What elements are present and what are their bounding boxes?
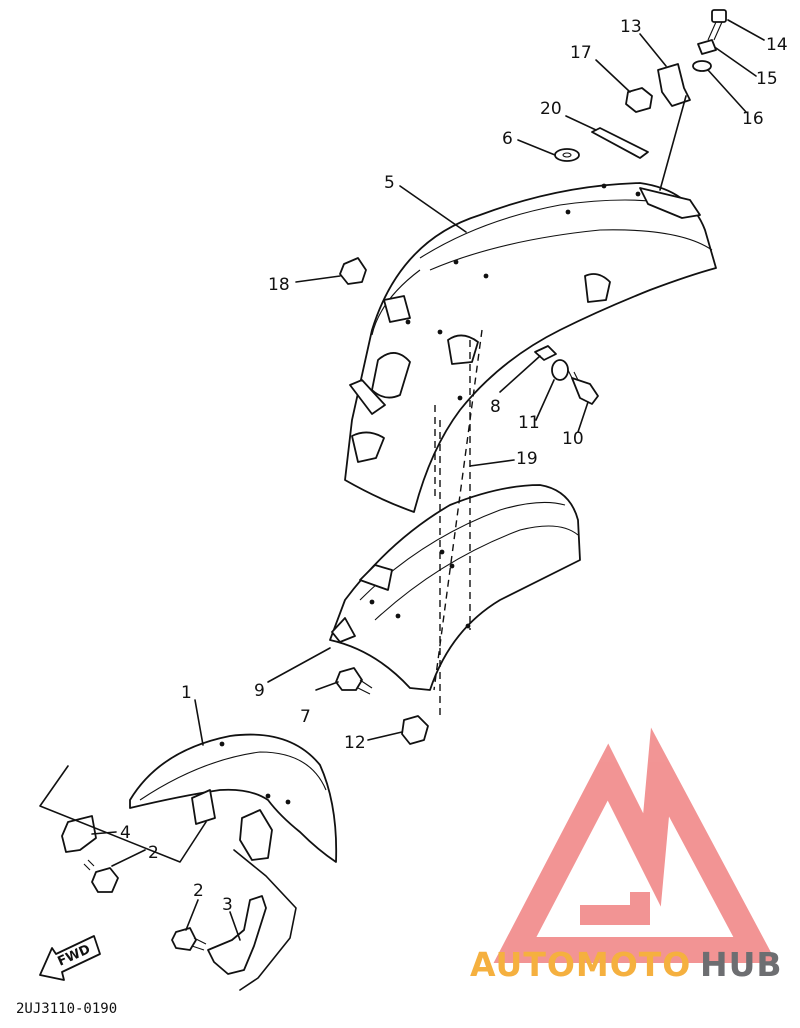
rear-fender [344,182,717,513]
callout-11: 11 [518,413,540,433]
watermark-text: AUTOMOTO HUB [470,945,783,984]
subassembly-box-right [233,849,297,991]
callout-18: 18 [268,275,290,295]
watermark-logo [493,727,777,963]
callout-9: 9 [254,681,265,701]
front-fender [129,733,338,863]
callout-7: 7 [300,707,311,727]
callout-1: 1 [181,683,192,703]
inner-rear-fender [329,484,581,691]
callout-4: 4 [120,823,131,843]
callout-6: 6 [502,129,513,149]
callout-2-upper: 2 [148,843,159,863]
small-hardware [61,9,727,975]
callout-10: 10 [562,429,584,449]
callout-12: 12 [344,733,366,753]
callout-13: 13 [620,17,642,37]
callout-15: 15 [756,69,778,89]
callout-14: 14 [766,35,788,55]
subassembly-box-left [39,765,207,863]
callout-19: 19 [516,449,538,469]
watermark-word-automoto: AUTOMOTO [470,945,691,984]
alignment-lines [433,329,483,720]
watermark-word-hub: HUB [700,945,783,984]
callout-17: 17 [570,43,592,63]
callout-2-lower: 2 [193,881,204,901]
callout-8: 8 [490,397,501,417]
callout-20: 20 [540,99,562,119]
diagram-code: 2UJ3110-0190 [16,1001,117,1017]
fwd-direction-arrow: FWD [39,935,101,981]
callout-3: 3 [222,895,233,915]
callout-5: 5 [384,173,395,193]
callout-16: 16 [742,109,764,129]
leader-lines [91,19,765,941]
callout-numbers: 1 2 2 3 4 5 6 7 8 9 10 11 12 13 14 15 16… [120,17,788,915]
